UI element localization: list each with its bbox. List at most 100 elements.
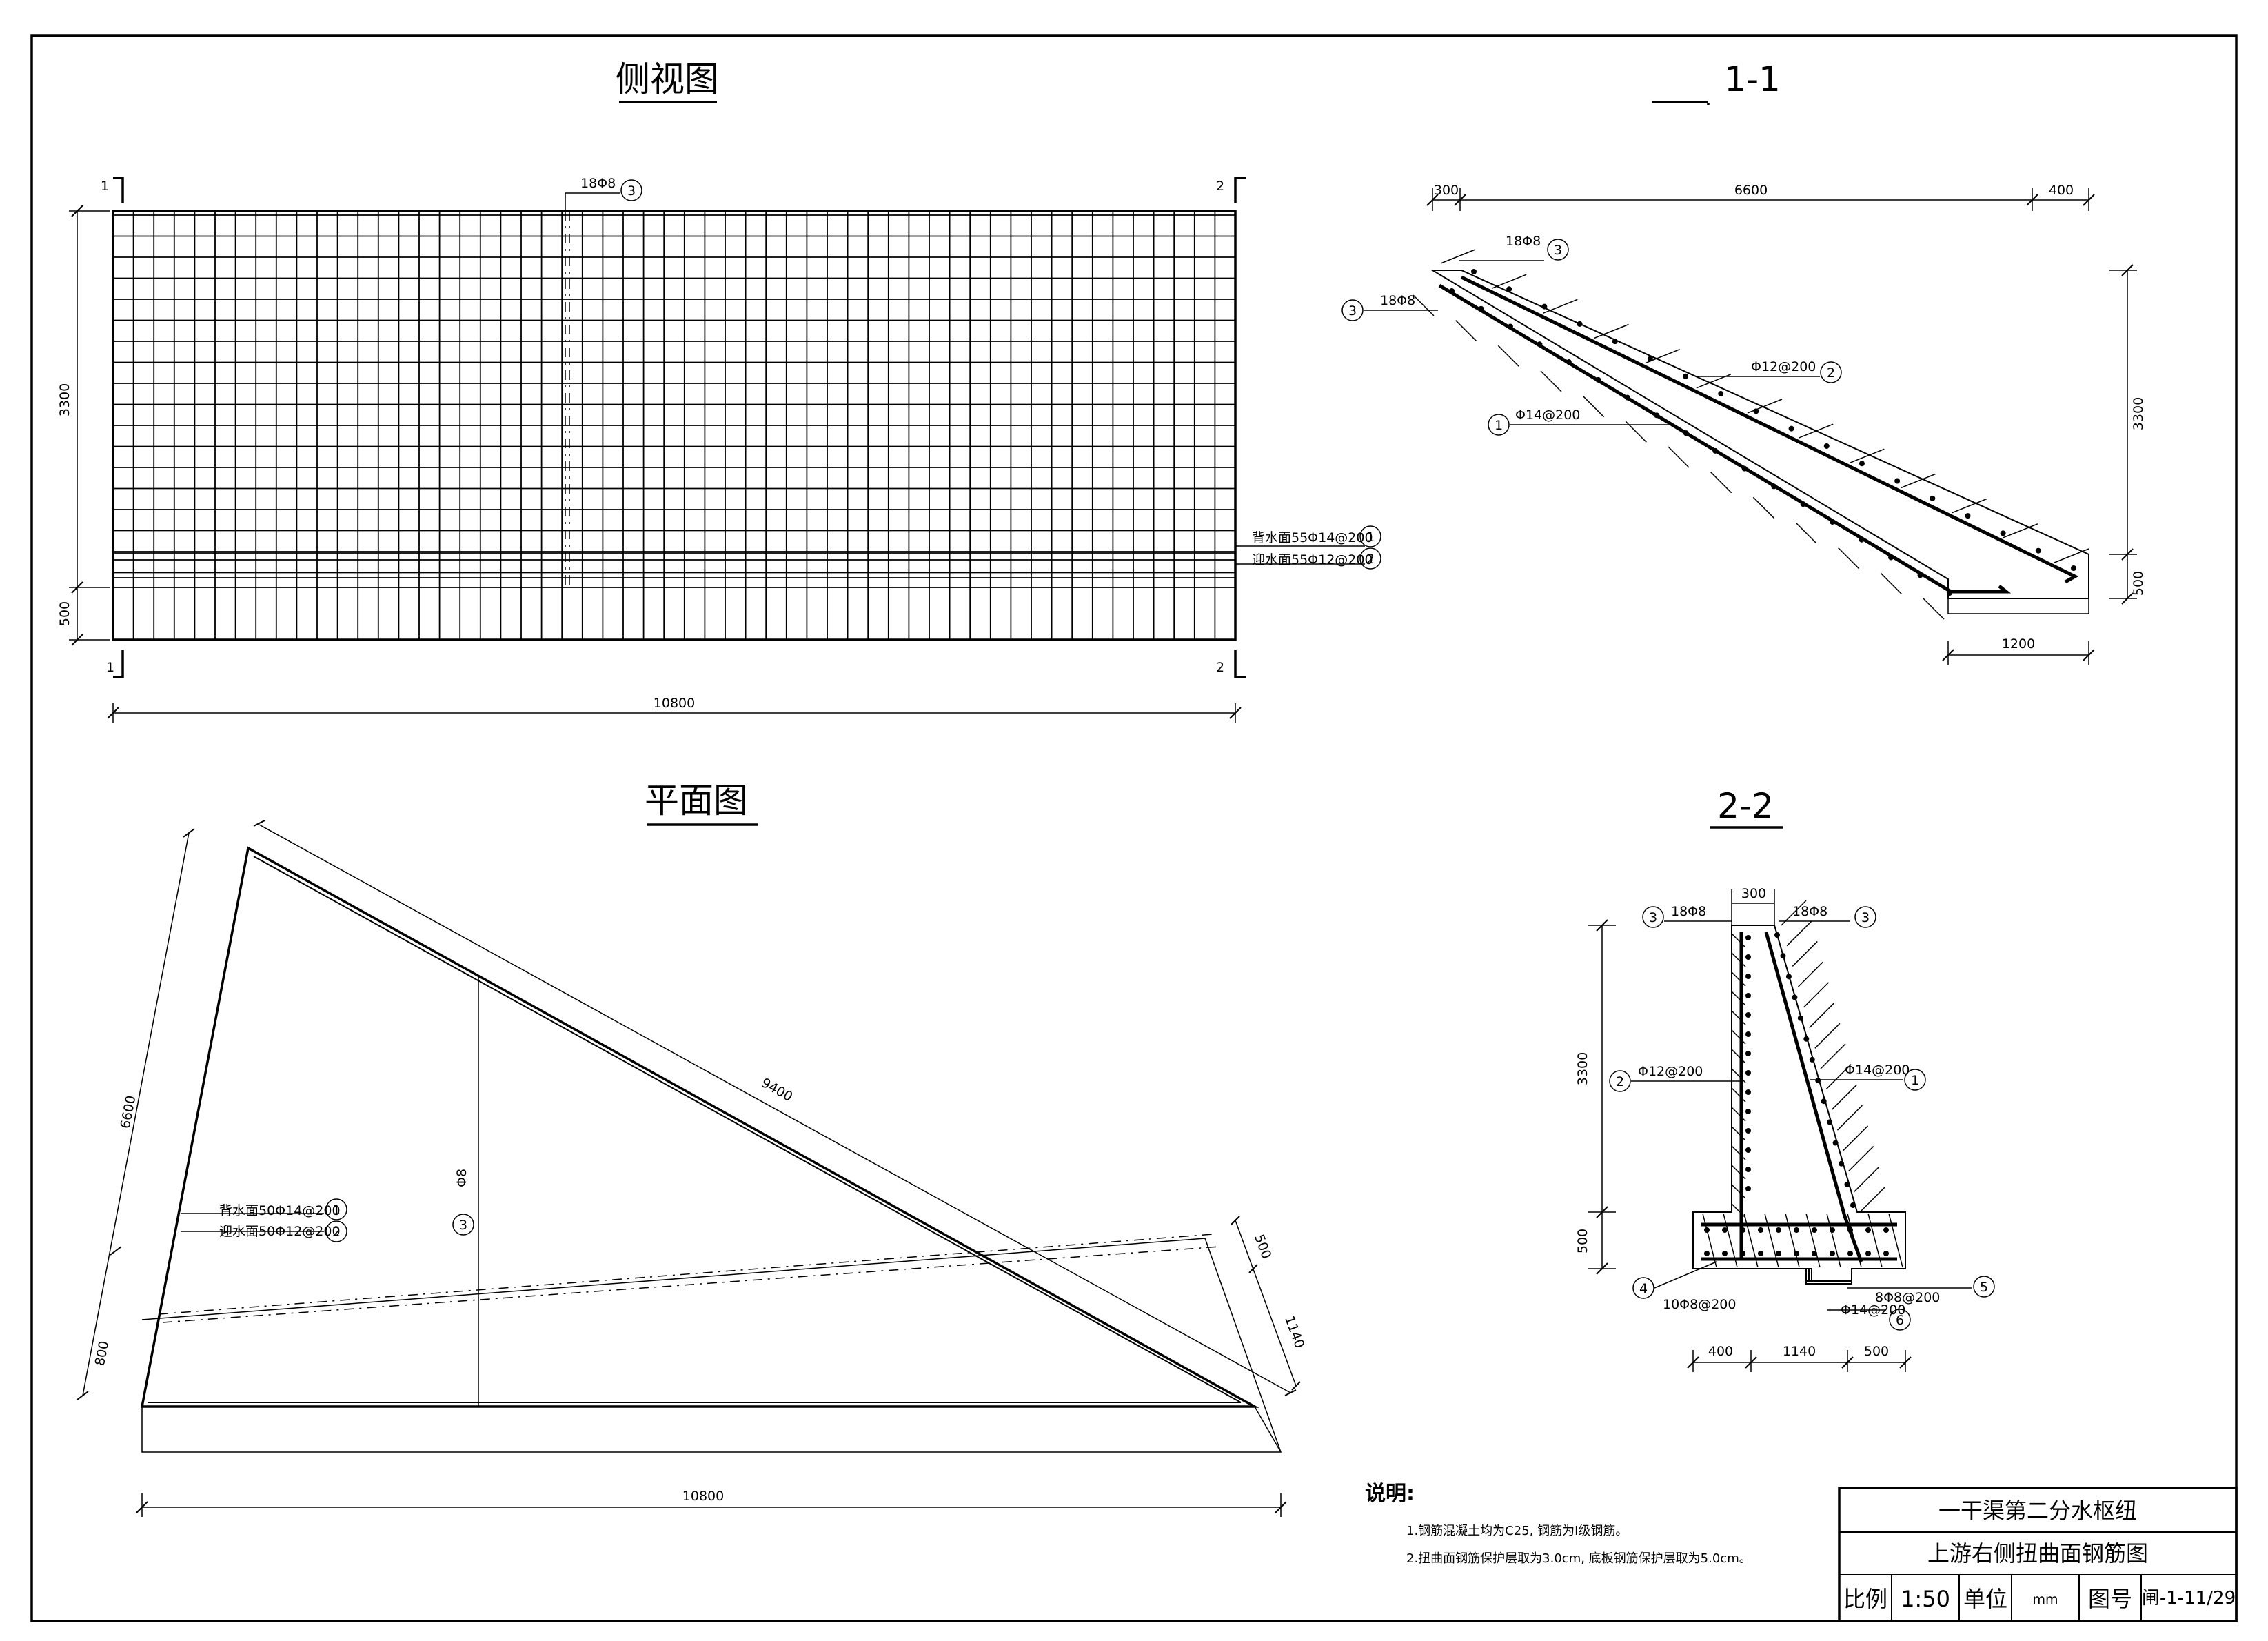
s22-r4-num: 4 — [1639, 1281, 1648, 1296]
s22-rebars — [1739, 932, 1863, 1262]
s11-r3a-label: 18Φ8 — [1506, 234, 1541, 249]
plan-dim-hyp: 9400 — [758, 1075, 795, 1105]
s22-dim-b1: 400 — [1708, 1344, 1733, 1359]
title-unit-label: 单位 — [1963, 1586, 2007, 1612]
s22-dim-b3: 500 — [1864, 1344, 1889, 1359]
side-view-title: 侧视图 — [616, 59, 719, 99]
sheet-border — [30, 34, 2238, 1622]
s22-r3r-num: 3 — [1861, 910, 1870, 925]
plan-vertical-num: 3 — [459, 1218, 467, 1233]
title-no-value: 闸-1-11/29 — [2142, 1588, 2236, 1609]
s22-r5-num: 5 — [1980, 1280, 1988, 1295]
side-rebar3-label: 18Φ8 — [580, 176, 616, 191]
plan-dim-right-upper: 500 — [1251, 1232, 1274, 1261]
s11-r1-label: Φ14@200 — [1515, 407, 1580, 423]
s11-r3b-num: 3 — [1348, 303, 1357, 319]
s11-dim-bottom: 1200 — [2002, 636, 2035, 652]
side-label-front: 迎水面55Φ12@200 — [1252, 552, 1373, 567]
s22-r6-label: Φ14@200 — [1841, 1302, 1905, 1318]
notes: 说明: 1.钢筋混凝土均为C25, 钢筋为Ⅰ级钢筋。 2.扭曲面钢筋保护层取为3… — [1365, 1482, 1752, 1566]
marker-1-bottom — [113, 650, 124, 678]
s11-body-outline — [1430, 270, 2089, 599]
section-1-1-title: 1-1 — [1724, 59, 1781, 99]
marker-2-top — [1234, 177, 1246, 203]
marker-1-top-label: 1 — [101, 179, 109, 194]
plan-view: 平面图 3 Φ8 6600 800 9400 500 1140 — [77, 781, 1307, 1517]
marker-2-bottom — [1234, 650, 1246, 678]
marker-1-bottom-label: 1 — [106, 660, 114, 675]
s11-dim-base: 500 — [2131, 571, 2146, 596]
marker-2-top-label: 2 — [1216, 179, 1224, 194]
side-label-back: 背水面55Φ14@200 — [1252, 530, 1373, 545]
s11-r3b-label: 18Φ8 — [1380, 293, 1415, 308]
section-2-2: 2-2 300 3300 500 400 — [1575, 786, 1995, 1372]
s22-r1-label: Φ14@200 — [1845, 1063, 1910, 1078]
s11-r3a-num: 3 — [1554, 243, 1562, 258]
s22-r3l-label: 18Φ8 — [1671, 904, 1706, 919]
plan-width-label: 10800 — [682, 1489, 724, 1504]
side-label-front-num: 2 — [1366, 552, 1375, 567]
side-height-lower: 500 — [57, 601, 72, 626]
s11-dim-height: 3300 — [2131, 397, 2146, 430]
s11-r2-label: Φ12@200 — [1751, 359, 1816, 374]
plan-dim-right-lower: 1140 — [1282, 1313, 1307, 1350]
s11-dim-mid: 6600 — [1734, 183, 1768, 198]
s11-dim-left: 300 — [1434, 183, 1459, 198]
s22-r5-label: 8Φ8@200 — [1875, 1290, 1940, 1305]
s22-r1-num: 1 — [1911, 1073, 1919, 1088]
side-view-outline — [112, 210, 1237, 641]
plan-label-front: 迎水面50Φ12@200 — [219, 1224, 341, 1239]
notes-heading: 说明: — [1365, 1482, 1415, 1506]
s11-r1-num: 1 — [1495, 418, 1503, 433]
s22-dim-b2: 1140 — [1783, 1344, 1816, 1359]
side-label-back-num: 1 — [1366, 530, 1375, 545]
plan-dim-left: 6600 — [118, 1094, 139, 1130]
s22-r6-num: 6 — [1896, 1313, 1904, 1328]
marker-2-bottom-label: 2 — [1216, 660, 1224, 675]
side-rebar3-circle — [620, 179, 642, 201]
plan-hyp-dim — [259, 824, 1291, 1393]
plan-view-title: 平面图 — [645, 781, 748, 820]
side-rebar3-num: 3 — [627, 183, 636, 199]
side-width-label: 10800 — [654, 696, 695, 711]
s11-dim-right: 400 — [2049, 183, 2074, 198]
plan-dim-left-lower: 800 — [92, 1340, 112, 1367]
title-no-label: 图号 — [2088, 1586, 2132, 1612]
title-scale-value: 1:50 — [1901, 1586, 1950, 1612]
title-project: 一干渠第二分水枢纽 — [1938, 1498, 2137, 1524]
s11-r2-num: 2 — [1827, 365, 1835, 381]
notes-line-2: 2.扭曲面钢筋保护层取为3.0cm, 底板钢筋保护层取为5.0cm。 — [1406, 1551, 1752, 1566]
s22-r2-label: Φ12@200 — [1638, 1064, 1703, 1079]
side-height-upper: 3300 — [57, 383, 72, 416]
plan-label-back: 背水面50Φ14@200 — [219, 1203, 341, 1218]
s11-rebar-2 — [1460, 275, 2079, 584]
plan-label-front-num: 2 — [332, 1225, 341, 1240]
title-unit-value: mm — [2032, 1592, 2058, 1607]
s22-body-outline — [1692, 925, 1906, 1282]
title-block: 一干渠第二分水枢纽 上游右侧扭曲面钢筋图 比例 1:50 单位 mm 图号 闸-… — [1838, 1487, 2238, 1622]
plan-vertical-label: Φ8 — [454, 1169, 469, 1187]
plan-left-dim — [82, 832, 190, 1396]
plan-label-back-num: 1 — [332, 1202, 341, 1218]
title-drawing: 上游右侧扭曲面钢筋图 — [1927, 1540, 2148, 1567]
notes-line-1: 1.钢筋混凝土均为C25, 钢筋为Ⅰ级钢筋。 — [1406, 1524, 1628, 1538]
s22-base-rebars — [1701, 1222, 1897, 1261]
plan-base-extension — [141, 1238, 1282, 1453]
title-scale-label: 比例 — [1843, 1586, 1887, 1612]
s22-dim-height: 3300 — [1575, 1052, 1590, 1085]
s22-dim-base: 500 — [1575, 1229, 1590, 1254]
s22-r2-num: 2 — [1616, 1074, 1624, 1089]
section-2-2-title: 2-2 — [1717, 786, 1774, 826]
marker-1-top — [113, 177, 124, 203]
s22-r3l-num: 3 — [1649, 910, 1657, 925]
s22-dim-top: 300 — [1741, 886, 1766, 901]
section-1-1: 1-1 300 6600 400 3300 500 — [1341, 59, 2146, 665]
side-view: 侧视图 1 2 1 2 18Φ8 3 3300 500 1 — [57, 59, 1381, 723]
side-view-mesh — [112, 211, 1236, 640]
s22-r4-label: 10Φ8@200 — [1663, 1297, 1737, 1312]
plan-outer-triangle — [140, 846, 1259, 1408]
plan-right-dim — [1235, 1220, 1297, 1387]
s11-rebar-1 — [1438, 283, 2012, 594]
s22-r3r-label: 18Φ8 — [1792, 904, 1827, 919]
